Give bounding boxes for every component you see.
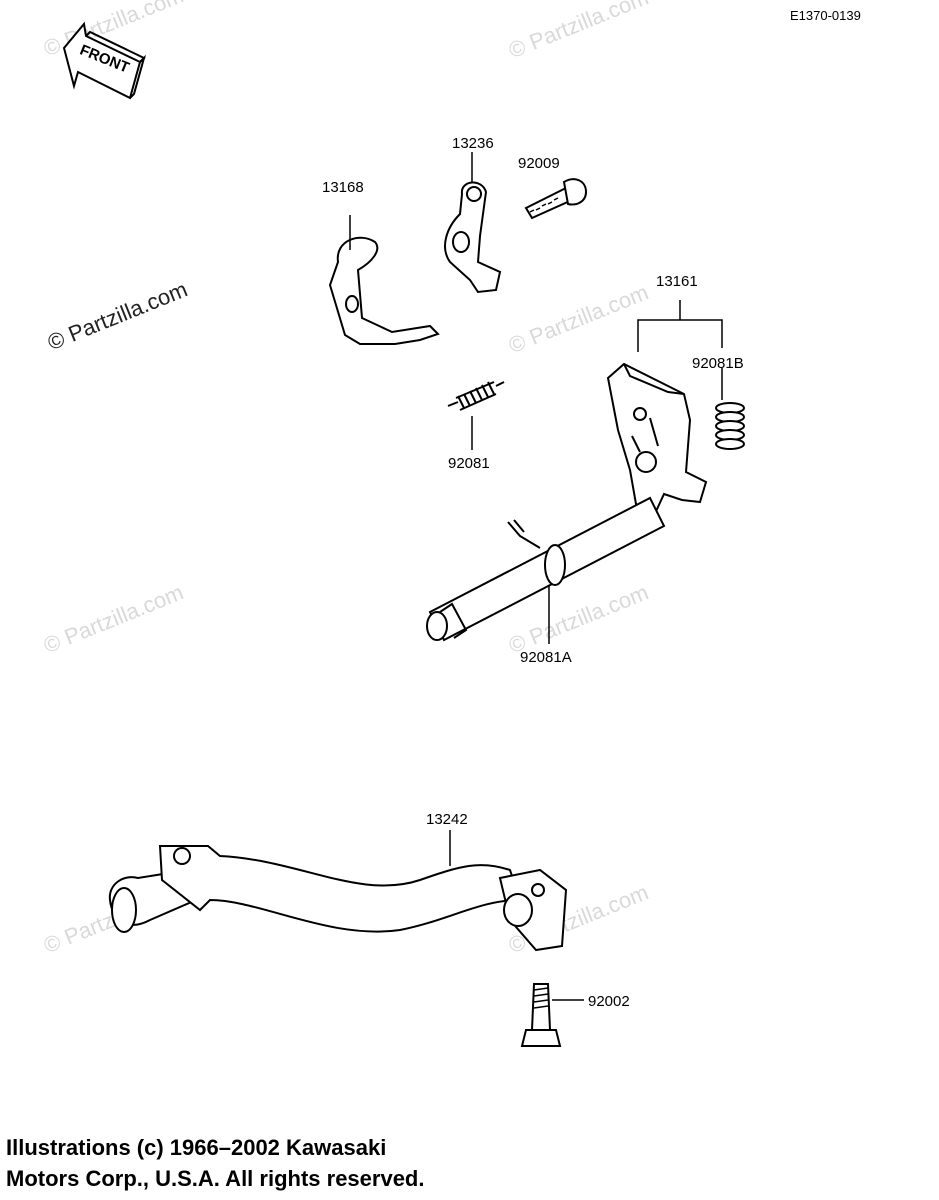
diagram-id: E1370-0139 <box>790 8 861 23</box>
front-arrow-icon: FRONT <box>62 21 146 100</box>
label-92081B: 92081B <box>692 355 744 372</box>
part-92081B-spring <box>715 368 745 450</box>
part-13236-lever <box>444 152 502 294</box>
diagram-drawing: FRONT <box>62 21 745 1047</box>
label-92009: 92009 <box>518 155 560 172</box>
part-13242-shift-pedal <box>108 830 568 952</box>
part-13161-shift-shaft <box>426 300 723 644</box>
label-13161: 13161 <box>656 273 698 290</box>
part-92009-bolt <box>524 178 588 220</box>
part-13168-bracket <box>328 215 440 345</box>
label-13242: 13242 <box>426 811 468 828</box>
copyright-notice: Illustrations (c) 1966–2002 Kawasaki Mot… <box>6 1132 424 1194</box>
copyright-line-2: Motors Corp., U.S.A. All rights reserved… <box>6 1166 425 1191</box>
part-92002-bolt <box>520 983 584 1047</box>
label-13168: 13168 <box>322 179 364 196</box>
label-13236: 13236 <box>452 135 494 152</box>
label-92081A: 92081A <box>520 649 572 666</box>
label-92002: 92002 <box>588 993 630 1010</box>
label-92081: 92081 <box>448 455 490 472</box>
copyright-line-1: Illustrations (c) 1966–2002 Kawasaki <box>6 1135 387 1160</box>
part-92081-spring <box>447 381 505 450</box>
